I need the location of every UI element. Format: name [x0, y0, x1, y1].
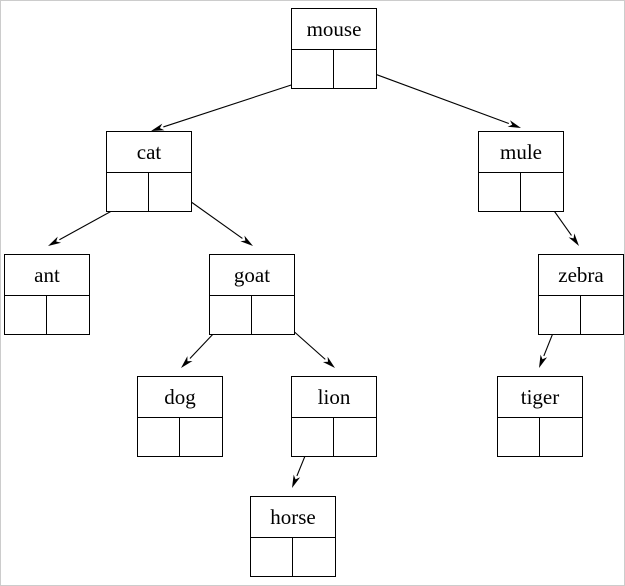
- node-pointer-cells: [107, 173, 191, 212]
- arrowhead-icon: [48, 236, 62, 246]
- arrowhead-icon: [568, 233, 579, 246]
- node-label: cat: [107, 132, 191, 173]
- edge-line: [355, 66, 509, 125]
- right-pointer-cell[interactable]: [47, 296, 89, 335]
- right-pointer-cell[interactable]: [334, 418, 376, 457]
- node-label: lion: [292, 377, 376, 418]
- left-pointer-cell[interactable]: [292, 50, 334, 89]
- right-pointer-cell[interactable]: [180, 418, 222, 457]
- right-pointer-cell[interactable]: [581, 296, 623, 335]
- arrowhead-icon: [292, 474, 301, 488]
- tree-node-mule[interactable]: mule: [478, 131, 564, 212]
- arrowhead-icon: [322, 356, 335, 368]
- left-pointer-cell[interactable]: [539, 296, 581, 335]
- right-pointer-cell[interactable]: [521, 173, 563, 212]
- tree-node-lion[interactable]: lion: [291, 376, 377, 457]
- tree-node-horse[interactable]: horse: [250, 496, 336, 577]
- node-pointer-cells: [292, 418, 376, 457]
- node-pointer-cells: [251, 538, 335, 577]
- node-label: dog: [138, 377, 222, 418]
- node-pointer-cells: [138, 418, 222, 457]
- right-pointer-cell[interactable]: [149, 173, 191, 212]
- left-pointer-cell[interactable]: [5, 296, 47, 335]
- tree-node-cat[interactable]: cat: [106, 131, 192, 212]
- node-label: horse: [251, 497, 335, 538]
- node-label: goat: [210, 255, 294, 296]
- tree-node-goat[interactable]: goat: [209, 254, 295, 335]
- left-pointer-cell[interactable]: [251, 538, 293, 577]
- edge-mouse-to-mule: [355, 66, 521, 128]
- right-pointer-cell[interactable]: [293, 538, 335, 577]
- tree-node-mouse[interactable]: mouse: [291, 8, 377, 89]
- node-label: mouse: [292, 9, 376, 50]
- tree-node-ant[interactable]: ant: [4, 254, 90, 335]
- right-pointer-cell[interactable]: [334, 50, 376, 89]
- left-pointer-cell[interactable]: [479, 173, 521, 212]
- tree-node-zebra[interactable]: zebra: [538, 254, 624, 335]
- arrowhead-icon: [507, 120, 521, 128]
- node-pointer-cells: [5, 296, 89, 335]
- right-pointer-cell[interactable]: [252, 296, 294, 335]
- arrowhead-icon: [240, 235, 253, 246]
- tree-node-tiger[interactable]: tiger: [497, 376, 583, 457]
- right-pointer-cell[interactable]: [540, 418, 582, 457]
- node-pointer-cells: [292, 50, 376, 89]
- arrowhead-icon: [181, 356, 193, 368]
- node-pointer-cells: [498, 418, 582, 457]
- arrowhead-icon: [539, 354, 548, 368]
- left-pointer-cell[interactable]: [210, 296, 252, 335]
- node-label: tiger: [498, 377, 582, 418]
- node-pointer-cells: [479, 173, 563, 212]
- node-label: zebra: [539, 255, 623, 296]
- node-pointer-cells: [539, 296, 623, 335]
- node-label: ant: [5, 255, 89, 296]
- left-pointer-cell[interactable]: [138, 418, 180, 457]
- tree-node-dog[interactable]: dog: [137, 376, 223, 457]
- arrowhead-icon: [151, 123, 165, 131]
- node-pointer-cells: [210, 296, 294, 335]
- node-label: mule: [479, 132, 563, 173]
- left-pointer-cell[interactable]: [498, 418, 540, 457]
- left-pointer-cell[interactable]: [107, 173, 149, 212]
- left-pointer-cell[interactable]: [292, 418, 334, 457]
